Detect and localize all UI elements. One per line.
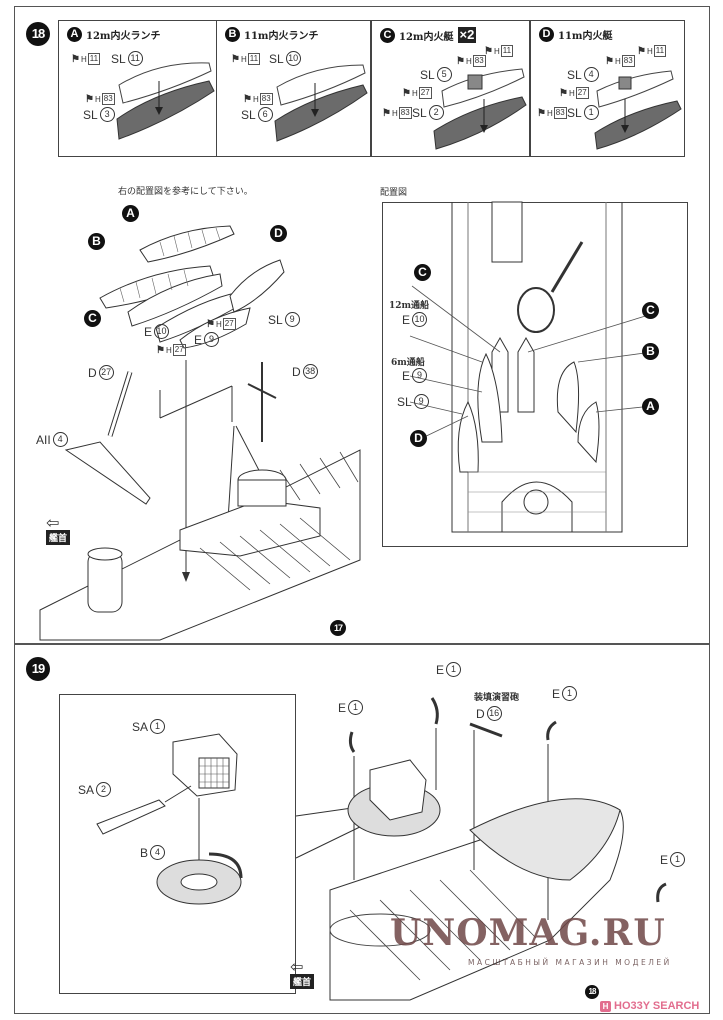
boat-c-illustration [433,68,527,150]
instruction-text: 右の配置図を参考にして下さい。 [118,187,253,197]
boat-d-title: 11m内火艇 [558,31,613,42]
boat-12m-label: 12m通船 [389,301,430,311]
letter-c-icon: C [380,27,395,43]
boat-c-title: 12m内火艇 [399,31,454,43]
watermark-title: UNOMAG.RU [390,912,666,954]
ship-bow-illustration [329,697,667,1001]
callout-d: D [270,225,287,242]
letter-b-icon: B [225,27,240,42]
turret-detail-illustration [96,733,243,905]
arrow-left-icon: ⇦ [290,957,304,976]
reference-step-18: 18 [585,985,599,999]
reference-step-17: 17 [330,620,346,636]
hobby-search-logo: H HO33Y SEARCH [600,1000,699,1012]
boat-a-title: 12m内火ランチ [86,31,161,42]
bow-label-19: 艦首 [290,974,315,989]
boat-box-c-header: C 12m内火艇 ×2 [380,27,477,43]
launch-a-illustration [116,62,215,140]
layout-diagram-illustration [409,201,653,533]
step-19-frame [14,644,710,1014]
launch-b-illustration [274,64,368,142]
callout-c: C [84,310,101,327]
quantity-badge: ×2 [457,27,477,43]
watermark-subtitle: МАСШТАБНЫЙ МАГАЗИН МОДЕЛЕЙ [468,958,672,967]
hobby-search-icon: H [600,1000,611,1012]
layout-callout-b: B [642,343,659,360]
step-number-19: 19 [26,657,50,681]
exploded-boats-illustration [99,225,285,349]
hobby-search-text: HO33Y SEARCH [614,1000,700,1012]
ship-midsection-illustration [39,360,361,641]
drill-gun-label: 装填演習砲 [474,693,520,703]
letter-d-icon: D [539,27,554,42]
boat-box-a-header: A 12m内火ランチ [67,27,161,42]
photo-etch-flag-icon: ⚑ [71,53,80,65]
boat-box-d-header: D 11m内火艇 [539,27,613,42]
boat-box-b-header: B 11m内火ランチ [225,27,319,42]
bow-direction-indicator-19: ⇦ 艦首 [290,957,315,989]
layout-callout-d: D [410,430,427,447]
bow-direction-indicator: ⇦ 艦首 [46,513,71,545]
layout-diagram-title: 配置図 [380,188,408,198]
layout-callout-a: A [642,398,659,415]
boat-6m-label: 6m通船 [391,358,425,368]
boat-b-title: 11m内火ランチ [244,31,319,42]
arrow-left-icon: ⇦ [46,513,60,532]
callout-a: A [122,205,139,222]
step-number-18: 18 [26,22,50,46]
boat-d-illustration [594,70,682,150]
bow-label: 艦首 [46,530,71,545]
letter-a-icon: A [67,27,82,42]
layout-callout-c-right: C [642,302,659,319]
callout-b: B [88,233,105,250]
layout-callout-c-left: C [414,264,431,281]
step-18-frame [14,6,710,644]
